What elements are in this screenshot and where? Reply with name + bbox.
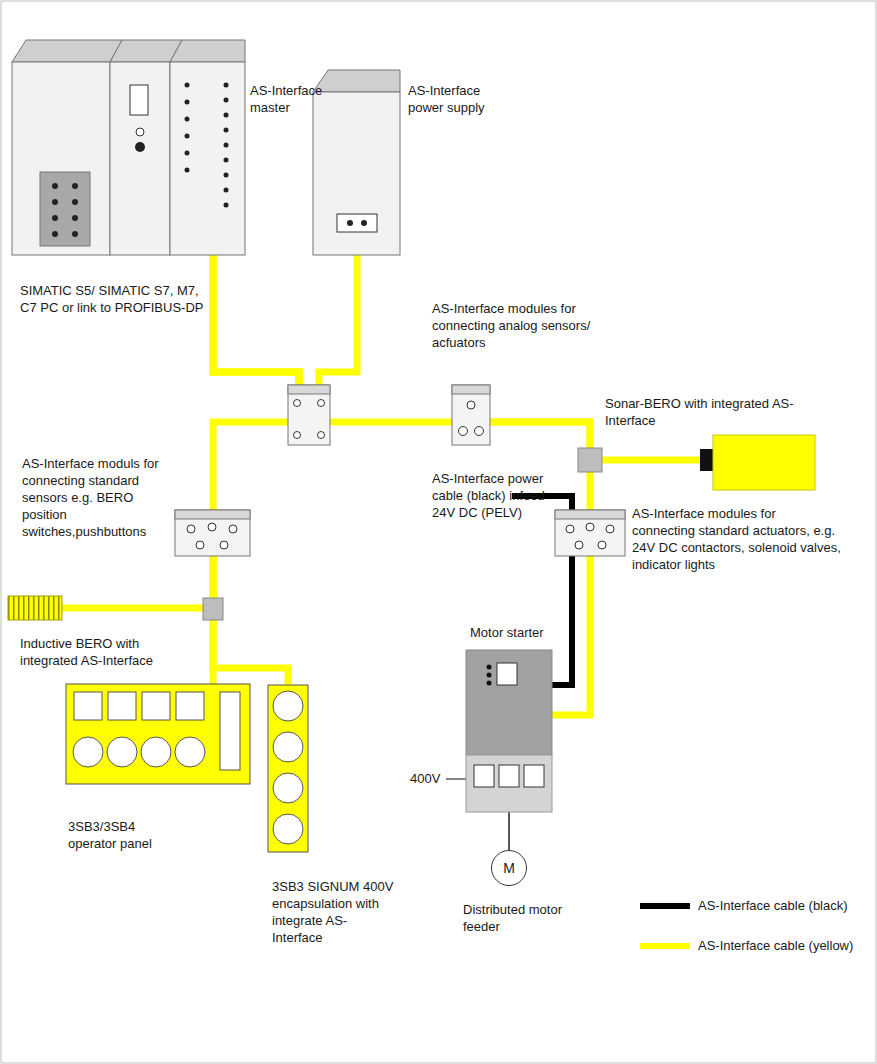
node-label: 3SB3/3SB4 operator panel — [68, 818, 168, 852]
legend-line — [640, 903, 690, 909]
node-label: M — [492, 851, 526, 885]
operator-panel — [66, 684, 250, 784]
plc-unit: AS-Interface masterSIMATIC S5/ SIMATIC S… — [12, 40, 245, 255]
power-supply-unit — [313, 70, 400, 255]
actuator-module: AS-Interface modules for connecting stan… — [555, 510, 625, 556]
as-interface-cable — [508, 812, 510, 850]
motor-circle: MDistributed motor feeder — [491, 850, 527, 886]
operator-panel: 3SB3/3SB4 operator panel — [66, 684, 250, 784]
as-interface-cable — [213, 556, 288, 685]
annotation-label: AS-Interface power cable (black) infeed … — [432, 470, 547, 521]
annotation-label: 400V — [410, 770, 450, 787]
as-interface-cable — [62, 556, 213, 608]
node-label: 3SB3 SIGNUM 400V encapsulation with inte… — [272, 878, 394, 946]
sensor-module — [175, 510, 250, 556]
node-label: AS-Interface moduls for connecting stand… — [22, 455, 174, 540]
node-label: AS-Interface power supply — [408, 82, 508, 116]
sonar-bero — [578, 435, 815, 490]
as-interface-cable — [213, 255, 357, 400]
power-supply: AS-Interface power supply — [313, 70, 400, 255]
legend-text: AS-Interface cable (black) — [698, 897, 848, 914]
node-label: SIMATIC S5/ SIMATIC S7, M7, C7 PC or lin… — [20, 282, 205, 316]
as-interface-cable — [213, 255, 299, 510]
analog-module — [452, 385, 490, 445]
node-label: Distributed motor feeder — [463, 901, 567, 935]
legend-swatch — [640, 896, 690, 916]
legend-swatch — [640, 936, 690, 956]
node-label: Inductive BERO with integrated AS-Interf… — [20, 635, 170, 669]
signum-housing: 3SB3 SIGNUM 400V encapsulation with inte… — [268, 685, 308, 852]
junction-module — [288, 385, 330, 445]
node-label: AS-Interface modules for connecting stan… — [632, 505, 842, 573]
sonar-bero: Sonar-BERO with integrated AS-Interface — [700, 435, 815, 490]
legend-text: AS-Interface cable (yellow) — [698, 937, 853, 954]
signum-housing — [268, 685, 308, 852]
motor-starter-unit — [466, 650, 552, 812]
node-label: AS-Interface modules for connecting anal… — [432, 300, 607, 351]
inductive-bero — [8, 596, 223, 620]
plc-unit — [12, 40, 245, 255]
node-label: Motor starter — [470, 624, 590, 641]
as-interface-cable — [213, 255, 452, 422]
inductive-bero: Inductive BERO with integrated AS-Interf… — [8, 596, 62, 620]
motor-starter: Motor starter — [466, 650, 552, 812]
node-label: Sonar-BERO with integrated AS-Interface — [605, 395, 805, 429]
sensor-module: AS-Interface moduls for connecting stand… — [175, 510, 250, 556]
node-label: AS-Interface master — [250, 82, 342, 116]
analog-module: AS-Interface modules for connecting anal… — [452, 385, 490, 445]
actuator-module — [555, 510, 625, 556]
legend-line — [640, 943, 690, 949]
